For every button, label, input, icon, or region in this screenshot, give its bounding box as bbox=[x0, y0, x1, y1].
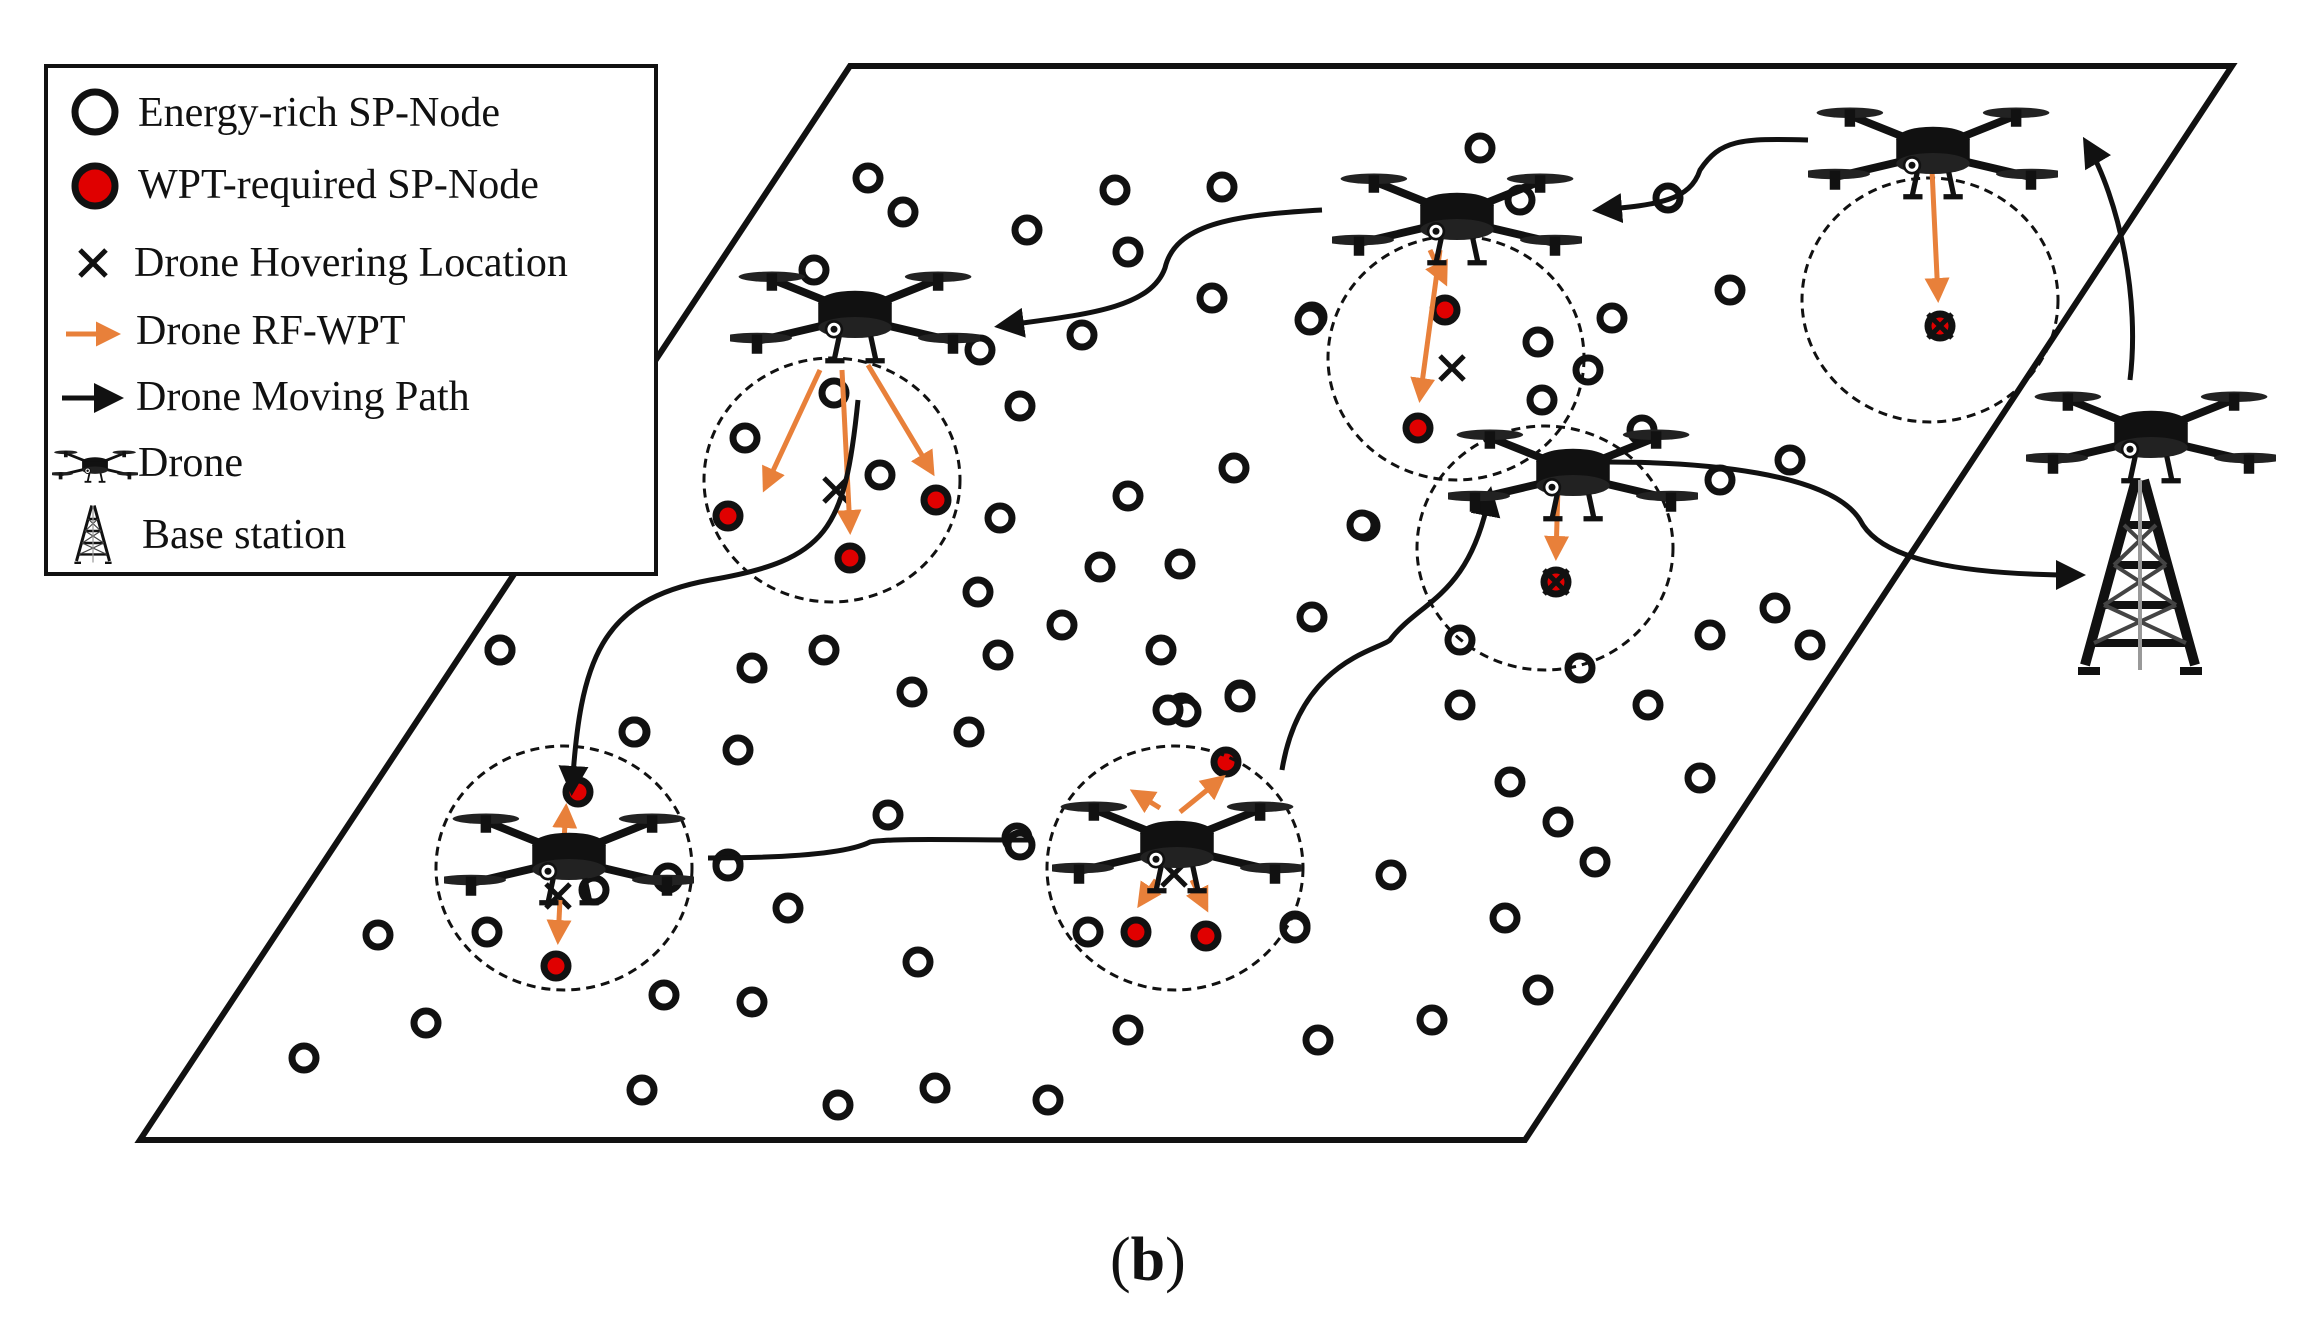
figure-caption: (b) bbox=[1110, 1226, 1186, 1294]
legend-label-rf-wpt: Drone RF-WPT bbox=[136, 308, 405, 354]
legend-label-base-station: Base station bbox=[142, 512, 346, 558]
base-station-icon bbox=[2078, 480, 2202, 671]
wpt-required-node-icon bbox=[71, 162, 119, 210]
caption-close: ) bbox=[1165, 1226, 1186, 1294]
coverage-circles bbox=[434, 176, 2060, 992]
drone-icon bbox=[2018, 392, 2284, 481]
caption-open: ( bbox=[1110, 1226, 1131, 1294]
rf-wpt-arrows bbox=[546, 169, 1950, 945]
caption-letter: b bbox=[1131, 1226, 1165, 1294]
moving-path bbox=[558, 136, 2136, 861]
energy-rich-node-icon bbox=[71, 88, 119, 136]
legend-label-energy-rich: Energy-rich SP-Node bbox=[138, 90, 500, 136]
legend-label-hovering: Drone Hovering Location bbox=[134, 240, 568, 286]
legend-label-wpt-required: WPT-required SP-Node bbox=[138, 162, 539, 208]
legend-label-drone: Drone bbox=[138, 440, 243, 486]
legend: Energy-rich SP-Node WPT-required SP-Node… bbox=[44, 64, 658, 576]
hover-location-icon bbox=[78, 248, 108, 278]
legend-label-moving-path: Drone Moving Path bbox=[136, 374, 470, 420]
